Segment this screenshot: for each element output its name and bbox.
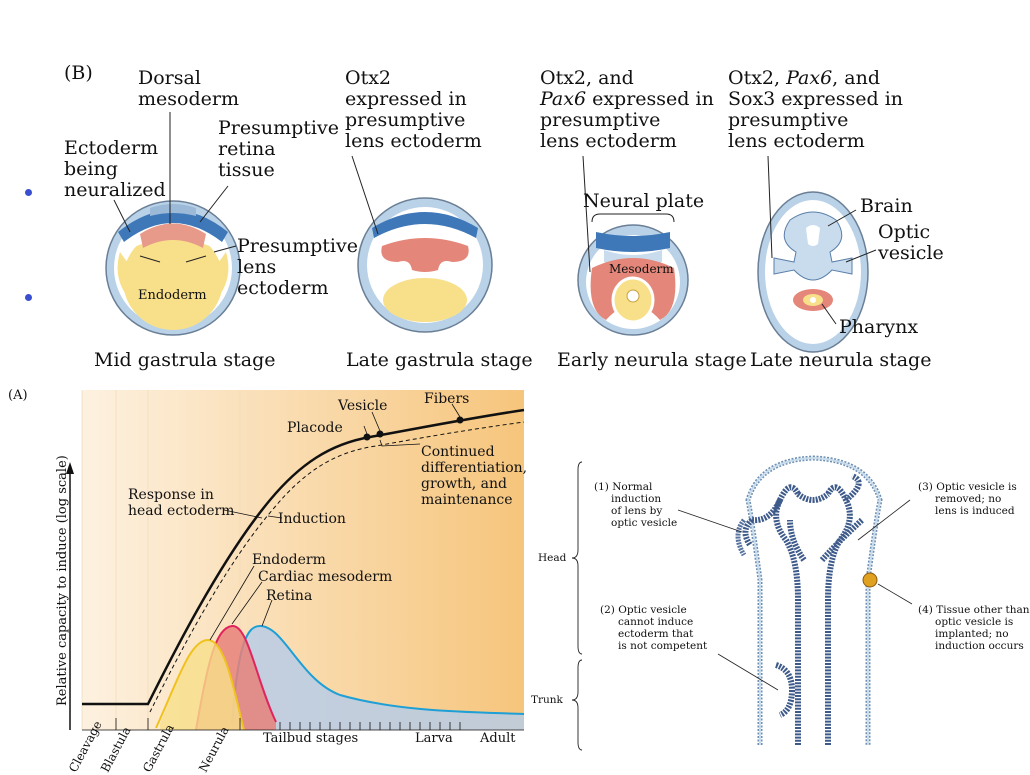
chart-y-axis-label: Relative capacity to induce (log scale) bbox=[55, 455, 70, 706]
pharynx-label: Pharynx bbox=[839, 316, 919, 338]
late-neurula-caption: Late neurula stage bbox=[750, 349, 932, 371]
panel-b-leader-lines bbox=[113, 112, 877, 325]
endoderm-curve bbox=[155, 638, 245, 731]
panel-a-label: (A) bbox=[8, 388, 28, 403]
endoderm-area bbox=[160, 640, 244, 730]
endoderm-label: Endoderm bbox=[138, 288, 207, 303]
mesoderm-label: Mesoderm bbox=[609, 262, 674, 276]
placode-dot bbox=[363, 433, 371, 441]
otx2-pax6-note: Otx2, and Pax6 expressed in presumptive … bbox=[540, 67, 714, 152]
early-neurula-caption: Early neurula stage bbox=[557, 349, 747, 371]
optic-vesicle-label: Optic vesicle bbox=[878, 221, 944, 264]
normal-induction-note: (1) Normal induction of lens by optic ve… bbox=[594, 481, 678, 529]
retina-area bbox=[232, 626, 524, 730]
slide-bullet-2 bbox=[25, 294, 32, 301]
brain-label: Brain bbox=[860, 195, 913, 217]
tailbud-stages-label: Tailbud stages bbox=[263, 731, 359, 746]
late-gastrula-embryo bbox=[357, 197, 493, 333]
response-dashed bbox=[149, 421, 525, 713]
late-gastrula-caption: Late gastrula stage bbox=[346, 349, 533, 371]
panel-b-label: (B) bbox=[64, 62, 93, 84]
retina-curve-label: Retina bbox=[266, 588, 313, 604]
induction-label: Induction bbox=[278, 511, 346, 527]
fibers-dot bbox=[456, 416, 464, 424]
head-label: Head bbox=[538, 552, 567, 564]
fibers-label: Fibers bbox=[424, 391, 470, 407]
vesicle-label: Vesicle bbox=[338, 398, 388, 414]
otx2-pax6-sox3-note: Otx2, Pax6, and Sox3 expressed in presum… bbox=[728, 67, 904, 152]
endoderm-curve-label: Endoderm bbox=[252, 552, 326, 568]
adult-label: Adult bbox=[480, 731, 516, 746]
presumptive-lens-label: Presumptive lens ectoderm bbox=[237, 235, 358, 299]
late-neurula-embryo bbox=[757, 191, 869, 353]
placode-label: Placode bbox=[287, 420, 343, 436]
presumptive-retina-label: Presumptive retina tissue bbox=[218, 117, 339, 181]
other-tissue-note: (4) Tissue other than optic vesicle is i… bbox=[918, 604, 1030, 652]
otx2-note: Otx2 expressed in presumptive lens ectod… bbox=[345, 67, 482, 152]
cardiac-mesoderm-label: Cardiac mesoderm bbox=[258, 569, 393, 585]
not-competent-note: (2) Optic vesicle cannot induce ectoderm… bbox=[600, 604, 708, 652]
competence-chart bbox=[66, 390, 525, 731]
lens-induction-embryo bbox=[571, 455, 913, 751]
mid-gastrula-caption: Mid gastrula stage bbox=[94, 349, 276, 371]
continued-differentiation-label: Continued differentiation, growth, and m… bbox=[421, 444, 528, 508]
vesicle-dot bbox=[376, 430, 384, 438]
larva-label: Larva bbox=[415, 731, 453, 746]
neural-plate-label: Neural plate bbox=[583, 190, 705, 212]
slide-bullet-1 bbox=[25, 189, 32, 196]
ectoderm-neuralized-label: Ectoderm being neuralized bbox=[64, 137, 166, 201]
mid-gastrula-embryo bbox=[105, 200, 241, 336]
early-neurula-embryo bbox=[577, 224, 689, 336]
response-head-ectoderm-label: Response in head ectoderm bbox=[128, 487, 235, 519]
dorsal-mesoderm-label: Dorsal mesoderm bbox=[138, 67, 239, 110]
vesicle-removed-note: (3) Optic vesicle is removed; no lens is… bbox=[918, 481, 1017, 517]
trunk-label: Trunk bbox=[531, 694, 563, 706]
response-curve bbox=[82, 408, 525, 706]
